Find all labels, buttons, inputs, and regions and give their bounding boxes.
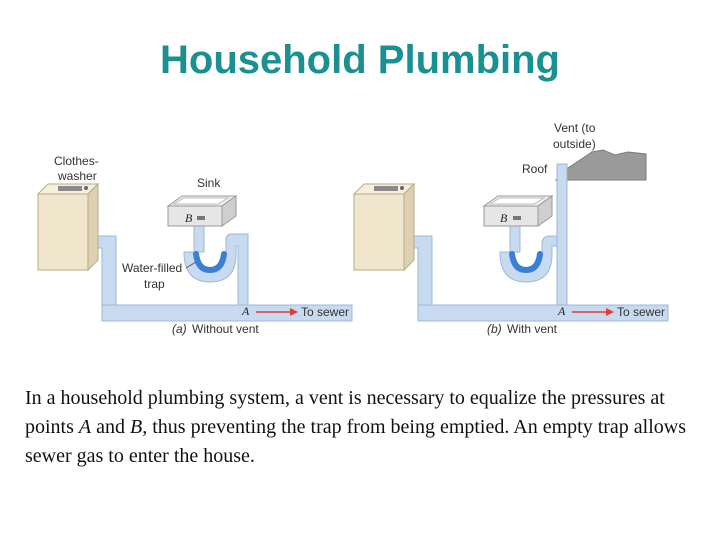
point-a-label: A: [557, 304, 566, 318]
trap-water: [509, 251, 543, 274]
panel-b-caption: With vent: [507, 322, 558, 336]
clothes-washer: [352, 182, 416, 272]
sewer-pipe: [417, 304, 669, 322]
panel-without-vent: Clothes- washer Sink B Water-filled trap…: [36, 154, 353, 336]
sink-label: Sink: [197, 176, 221, 190]
washer-label: Clothes-: [54, 154, 99, 168]
description-part: and: [91, 416, 131, 438]
description-part: , thus preventing the trap from being em…: [25, 416, 687, 467]
point-b-ref: B: [130, 416, 143, 438]
trap-pipe: [499, 235, 558, 283]
plumbing-diagram: Clothes- washer Sink B Water-filled trap…: [36, 121, 669, 336]
trap-label: Water-filled: [122, 261, 182, 275]
panel-a-letter: (a): [172, 322, 187, 336]
page-title: Household Plumbing: [160, 38, 560, 82]
vent-stack: [556, 163, 568, 306]
sewer-label: To sewer: [617, 305, 665, 319]
vent-label: outside): [553, 137, 596, 151]
washer-drain-pipe: [413, 235, 433, 306]
roof: [554, 149, 647, 181]
point-a-ref: A: [78, 416, 92, 438]
trap-water: [193, 251, 227, 274]
description-part: In a household plumbing system, a vent i…: [25, 387, 665, 438]
sewer-label: To sewer: [301, 305, 349, 319]
trap-leader-line: [185, 261, 197, 269]
sink: [166, 195, 238, 227]
panel-a-caption: Without vent: [192, 322, 259, 336]
flow-arrowhead: [606, 308, 614, 316]
roof-label: Roof: [522, 162, 548, 176]
sewer-pipe: [101, 304, 353, 322]
panel-with-vent: Vent (to outside) Roof B A To sewer (b) …: [352, 121, 669, 336]
panel-b-letter: (b): [487, 322, 502, 336]
washer-label: washer: [57, 169, 97, 183]
washer-drain-pipe: [97, 235, 117, 306]
flow-arrowhead: [290, 308, 298, 316]
point-a-label: A: [241, 304, 250, 318]
description-text: In a household plumbing system, a vent i…: [25, 384, 695, 471]
trap-label: trap: [144, 277, 165, 291]
clothes-washer: [36, 182, 100, 272]
point-b-label: B: [185, 211, 193, 225]
sink: [482, 195, 554, 227]
point-b-label: B: [500, 211, 508, 225]
vent-label: Vent (to: [554, 121, 596, 135]
